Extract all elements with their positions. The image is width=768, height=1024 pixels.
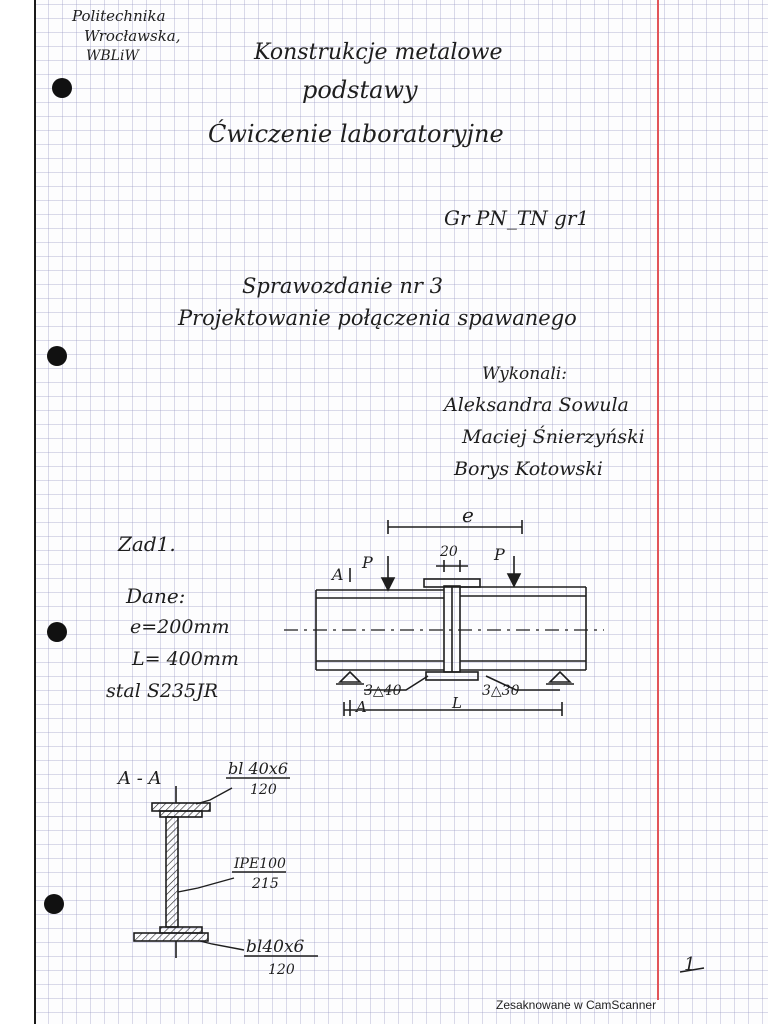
load-left-label: P (361, 553, 373, 572)
beam-label: IPE100 (233, 856, 286, 872)
given-label: Dane: (126, 584, 186, 608)
plate-bottom-label: bl40x6 (246, 937, 305, 957)
given-e: e=200mm (130, 616, 230, 638)
punch-hole (47, 346, 67, 366)
faculty: WBLiW (86, 48, 139, 64)
plate-top-length: 120 (250, 782, 277, 798)
author: Maciej Śnierzyński (462, 426, 645, 448)
dim-20-label: 20 (439, 544, 458, 560)
weld-right-label: 3△30 (482, 683, 520, 699)
binding-line (34, 0, 36, 1024)
report-title: Sprawozdanie nr 3 (242, 274, 443, 298)
given-l: L= 400mm (132, 648, 239, 670)
punch-hole (44, 894, 64, 914)
section-a-a (133, 786, 211, 958)
beam-length: 215 (251, 876, 279, 892)
section-mark-top: A (330, 565, 344, 584)
given-steel: stal S235JR (106, 680, 219, 702)
binding-strip (0, 0, 34, 1024)
university-line-1: Politechnika (72, 7, 166, 25)
punch-hole (52, 78, 72, 98)
university-line-2: Wrocławska, (84, 27, 181, 45)
dim-e-label: e (462, 503, 474, 527)
weld-left-label: 3△40 (364, 683, 402, 699)
authors-label: Wykonali: (482, 364, 567, 384)
section-mark-bottom: A (354, 698, 367, 716)
author: Borys Kotowski (454, 458, 603, 480)
punch-hole (47, 622, 67, 642)
section-leaders (177, 777, 318, 957)
course-subtitle: podstawy (302, 76, 418, 104)
group-label: Gr PN_TN gr1 (444, 206, 590, 230)
exercise-title: Ćwiczenie laboratoryjne (208, 120, 504, 148)
plate-top-label: bl 40x6 (228, 759, 288, 778)
section-title: A - A (116, 768, 162, 789)
page-number-underline (679, 967, 705, 973)
margin-line (657, 0, 659, 1000)
plate-bottom-length: 120 (268, 962, 295, 978)
load-right-label: P (493, 545, 505, 564)
dim-l-label: L (451, 694, 462, 712)
scanner-watermark: Zesaknowane w CamScanner (496, 998, 657, 1012)
beam-elevation (284, 520, 604, 716)
task-label: Zad1. (118, 532, 176, 556)
author: Aleksandra Sowula (444, 394, 629, 416)
course-title: Konstrukcje metalowe (254, 40, 503, 65)
report-topic: Projektowanie połączenia spawanego (178, 306, 577, 330)
page-number: 1 (684, 954, 695, 975)
